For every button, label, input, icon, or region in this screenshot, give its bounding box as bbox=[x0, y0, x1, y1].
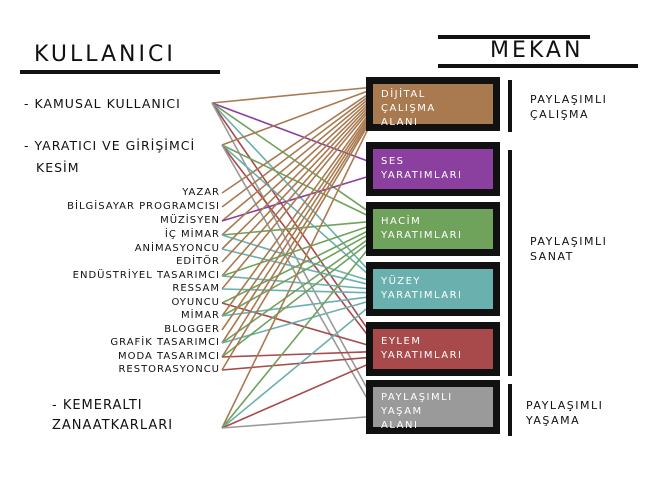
connection-line bbox=[221, 415, 373, 429]
space-hacim-yaratimlari: HACİM YARATIMLARI bbox=[366, 202, 500, 256]
user-endustriyel-tasarimci: ENDÜSTRİYEL TASARIMCI bbox=[72, 270, 220, 281]
connection-line bbox=[221, 303, 373, 429]
user-ic-mimar: İÇ MİMAR bbox=[164, 229, 220, 240]
connection-line bbox=[221, 299, 373, 344]
connection-line bbox=[221, 100, 373, 250]
user-kamusal: - KAMUSAL KULLANICI bbox=[24, 96, 181, 111]
header-mekan-overline bbox=[438, 35, 590, 39]
space-label: SES YARATIMLARI bbox=[381, 156, 463, 181]
connection-line bbox=[221, 95, 373, 222]
user-mimar: MİMAR bbox=[181, 310, 220, 321]
user-restorasyoncu: RESTORASYONCU bbox=[118, 364, 220, 375]
space-paylasimli-yasam-alani: PAYLAŞIMLI YAŞAM ALANI bbox=[366, 380, 500, 434]
space-fill: HACİM YARATIMLARI bbox=[373, 209, 493, 249]
connection-line bbox=[211, 102, 373, 398]
connection-line bbox=[221, 243, 373, 429]
connection-line bbox=[221, 295, 373, 317]
header-kullanici-underline bbox=[20, 70, 220, 74]
connection-line bbox=[221, 228, 373, 304]
user-yazar: YAZAR bbox=[182, 187, 220, 198]
connection-line bbox=[221, 224, 373, 277]
space-yuzey-yaratimlari: YÜZEY YARATIMLARI bbox=[366, 262, 500, 316]
user-blogger: BLOGGER bbox=[164, 324, 220, 335]
connection-line bbox=[221, 109, 373, 317]
header-mekan: MEKAN bbox=[490, 38, 584, 63]
header-mekan-underline bbox=[438, 64, 638, 68]
connection-line bbox=[221, 144, 373, 279]
connection-line bbox=[221, 102, 373, 263]
user-ressam: RESSAM bbox=[172, 283, 220, 294]
bracket-calisma bbox=[508, 80, 512, 132]
user-moda-tasarimci: MODA TASARIMCI bbox=[117, 351, 220, 362]
user-yaratici: - YARATICI VE GİRİŞİMCİ bbox=[24, 138, 196, 153]
user-kesim: KESİM bbox=[36, 160, 80, 175]
connection-line bbox=[211, 86, 373, 104]
space-label: YÜZEY YARATIMLARI bbox=[381, 276, 463, 301]
user-kemeralti: - KEMERALTI bbox=[52, 398, 143, 413]
space-label: PAYLAŞIMLI YAŞAM ALANI bbox=[381, 392, 453, 431]
space-fill: YÜZEY YARATIMLARI bbox=[373, 269, 493, 309]
connection-line bbox=[211, 102, 373, 164]
header-kullanici: KULLANICI bbox=[34, 42, 176, 67]
connection-line bbox=[221, 88, 373, 146]
connection-line bbox=[221, 113, 373, 344]
space-fill: EYLEM YARATIMLARI bbox=[373, 329, 493, 369]
group-paylasimli-calisma: PAYLAŞIMLI ÇALIŞMA bbox=[530, 93, 608, 121]
connection-line bbox=[221, 120, 373, 429]
space-label: EYLEM YARATIMLARI bbox=[381, 336, 463, 361]
space-eylem-yaratimlari: EYLEM YARATIMLARI bbox=[366, 322, 500, 376]
space-fill: PAYLAŞIMLI YAŞAM ALANI bbox=[373, 387, 493, 431]
space-fill: SES YARATIMLARI bbox=[373, 149, 493, 189]
connection-line bbox=[221, 275, 373, 290]
connection-line bbox=[221, 118, 373, 371]
bracket-sanat bbox=[508, 150, 512, 376]
connection-line bbox=[211, 102, 373, 215]
space-label: HACİM YARATIMLARI bbox=[381, 216, 463, 241]
connection-line bbox=[221, 106, 373, 290]
user-muzisyen: MÜZİSYEN bbox=[160, 215, 220, 226]
connection-line bbox=[221, 235, 373, 344]
user-editor: EDİTÖR bbox=[176, 256, 220, 267]
connection-line bbox=[221, 97, 373, 236]
group-paylasimli-sanat: PAYLAŞIMLI SANAT bbox=[530, 235, 608, 263]
connection-line bbox=[221, 288, 373, 294]
user-grafik-tasarimci: GRAFİK TASARIMCI bbox=[110, 337, 220, 348]
connection-line bbox=[221, 356, 373, 371]
user-animasyoncu: ANİMASYONCU bbox=[134, 243, 220, 254]
connection-line bbox=[221, 361, 373, 429]
connection-line bbox=[221, 302, 373, 348]
connection-line bbox=[221, 93, 373, 208]
space-dijital-calisma-alani: DİJİTAL ÇALIŞMA ALANI bbox=[366, 77, 500, 131]
space-ses-yaratimlari: SES YARATIMLARI bbox=[366, 142, 500, 196]
user-bilgisayar-programcisi: BİLGİSAYAR PROGRAMCISI bbox=[67, 201, 220, 212]
bracket-yasama bbox=[508, 384, 512, 436]
user-oyuncu: OYUNCU bbox=[171, 297, 220, 308]
space-label: DİJİTAL ÇALIŞMA ALANI bbox=[381, 89, 436, 128]
connection-line bbox=[221, 239, 373, 358]
connection-line bbox=[221, 104, 373, 277]
space-fill: DİJİTAL ÇALIŞMA ALANI bbox=[373, 84, 493, 128]
connection-line bbox=[221, 350, 373, 358]
connection-line bbox=[221, 115, 373, 358]
connection-line bbox=[221, 111, 373, 331]
connection-line bbox=[221, 248, 373, 286]
user-zanaatkarlari: ZANAATKARLARI bbox=[52, 418, 174, 433]
connection-line bbox=[221, 91, 373, 194]
group-paylasimli-yasama: PAYLAŞIMLI YAŞAMA bbox=[526, 399, 604, 427]
